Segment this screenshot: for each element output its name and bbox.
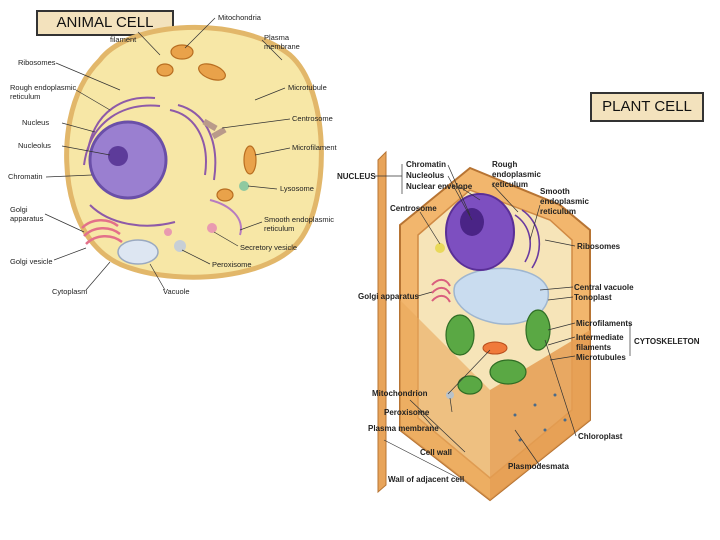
- plant-label-microfilaments: Microfilaments: [576, 319, 633, 328]
- plant-wall-dots: [513, 393, 567, 442]
- animal-cell-title: ANIMAL CELL: [36, 10, 174, 36]
- animal-label-golgi-vesicle: Golgi vesicle: [10, 257, 53, 266]
- animal-label-cytoplasm: Cytoplasm: [52, 287, 87, 296]
- plant-label-tonoplast: Tonoplast: [574, 293, 612, 302]
- animal-label-centrosome: Centrosome: [292, 114, 333, 123]
- plant-label-microtubules: Microtubules: [576, 353, 626, 362]
- animal-lysosome: [239, 181, 249, 191]
- animal-label-golgi-1: Golgi: [10, 205, 28, 214]
- plant-rough-er: [514, 209, 540, 269]
- animal-labels: Mitochondria filament Plasma membrane Ri…: [8, 13, 338, 296]
- plant-label-smooth-er-2: endoplasmic: [540, 197, 589, 206]
- plant-label-plasmodesmata: Plasmodesmata: [508, 462, 569, 471]
- plant-label-golgi: Golgi apparatus: [358, 292, 419, 301]
- animal-leader-lines: [44, 17, 291, 291]
- plant-label-intermediate-1: Intermediate: [576, 333, 624, 342]
- animal-nucleus: [88, 120, 168, 200]
- animal-secretory-vesicle: [207, 223, 217, 233]
- animal-label-plasma-membrane-1: Plasma: [264, 33, 290, 42]
- plant-label-mitochondrion: Mitochondrion: [372, 389, 428, 398]
- animal-rough-er: [83, 96, 217, 227]
- plant-label-cell-wall: Cell wall: [420, 448, 452, 457]
- animal-label-mitochondria: Mitochondria: [218, 13, 262, 22]
- plant-cell-illustration: [377, 150, 591, 502]
- plant-label-ribosomes: Ribosomes: [577, 242, 621, 251]
- plant-front-face: [490, 330, 590, 500]
- plant-mitochondrion: [482, 341, 508, 355]
- plant-centrosome: [435, 243, 445, 253]
- animal-label-nucleus: Nucleus: [22, 118, 49, 127]
- animal-label-filament: filament: [110, 35, 137, 44]
- plant-label-rough-er-2: endoplasmic: [492, 170, 541, 179]
- animal-smooth-er: [209, 199, 242, 236]
- animal-label-chromatin: Chromatin: [8, 172, 43, 181]
- plant-chloroplasts: [445, 309, 551, 395]
- animal-peroxisome: [174, 240, 186, 252]
- plant-label-peroxisome: Peroxisome: [384, 408, 430, 417]
- animal-mitochondria: [156, 44, 257, 202]
- animal-label-smooth-er-2: reticulum: [264, 224, 294, 233]
- plant-label-chloroplast: Chloroplast: [578, 432, 623, 441]
- plant-peroxisome: [446, 391, 454, 399]
- plant-label-intermediate-2: filaments: [576, 343, 612, 352]
- plant-label-wall-adjacent: Wall of adjacent cell: [388, 475, 464, 484]
- animal-golgi: [81, 219, 123, 245]
- animal-label-microtubule: Microtubule: [288, 83, 327, 92]
- plant-leader-lines: [375, 164, 631, 481]
- plant-nucleolus: [460, 208, 484, 236]
- plant-label-centrosome: Centrosome: [390, 204, 437, 213]
- animal-label-vacuole: Vacuole: [163, 287, 190, 296]
- plant-label-rough-er-3: reticulum: [492, 180, 528, 189]
- plant-cell-title: PLANT CELL: [590, 92, 704, 122]
- plant-label-rough-er-1: Rough: [492, 160, 517, 169]
- animal-cell-membrane: [64, 24, 324, 280]
- animal-label-lysosome: Lysosome: [280, 184, 314, 193]
- plant-label-smooth-er-3: reticulum: [540, 207, 576, 216]
- animal-label-secretory-vesicle: Secretory vesicle: [240, 243, 297, 252]
- animal-centrosome: [202, 118, 227, 140]
- animal-label-plasma-membrane-2: membrane: [264, 42, 300, 51]
- animal-label-golgi-2: apparatus: [10, 214, 44, 223]
- plant-left-face: [400, 300, 490, 500]
- plant-label-nucleolus: Nucleolus: [406, 171, 445, 180]
- plant-labels: Chromatin Nucleolus Nuclear envelope NUC…: [337, 160, 700, 484]
- plant-label-cytoskeleton: CYTOSKELETON: [634, 337, 700, 346]
- plant-label-plasma-membrane: Plasma membrane: [368, 424, 439, 433]
- animal-label-ribosomes: Ribosomes: [18, 58, 56, 67]
- plant-golgi: [431, 278, 451, 303]
- animal-nucleolus: [108, 146, 128, 166]
- plant-label-central-vacuole: Central vacuole: [574, 283, 634, 292]
- plant-adjacent-wall: [377, 150, 387, 494]
- animal-label-peroxisome: Peroxisome: [212, 260, 252, 269]
- animal-label-smooth-er-1: Smooth endoplasmic: [264, 215, 334, 224]
- plant-central-vacuole: [453, 267, 549, 325]
- animal-golgi-vesicle: [164, 228, 172, 236]
- plant-label-smooth-er-1: Smooth: [540, 187, 570, 196]
- animal-vacuole: [117, 239, 159, 265]
- animal-label-rough-er-1: Rough endoplasmic: [10, 83, 77, 92]
- animal-label-microfilament: Microfilament: [292, 143, 338, 152]
- animal-label-rough-er-2: reticulum: [10, 92, 40, 101]
- animal-cell-illustration: [64, 24, 324, 280]
- plant-label-chromatin: Chromatin: [406, 160, 446, 169]
- plant-label-nuclear-envelope: Nuclear envelope: [406, 182, 473, 191]
- animal-label-nucleolus: Nucleolus: [18, 141, 51, 150]
- plant-label-nucleus: NUCLEUS: [337, 172, 376, 181]
